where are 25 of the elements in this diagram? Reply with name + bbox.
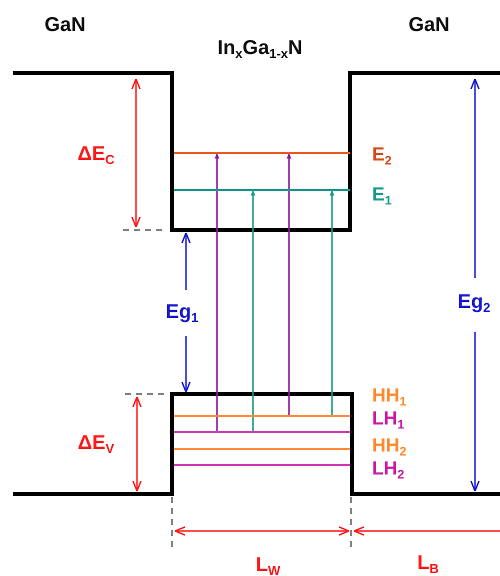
transition-arrow xyxy=(286,154,292,415)
energy-level-line xyxy=(174,189,350,191)
transition-arrow xyxy=(214,154,220,431)
energy-level-line xyxy=(174,152,350,154)
transition-arrow xyxy=(250,190,256,431)
energy-level-line xyxy=(174,448,350,450)
energy-level-line xyxy=(174,431,350,433)
energy-level-line xyxy=(174,464,350,466)
layer-label: GaN xyxy=(44,14,86,36)
energy-level-label: HH$_{2}$ xyxy=(372,436,406,458)
dimension-label: ΔE$_{C}$ xyxy=(77,143,115,165)
energy-level-label: E$_{1}$ xyxy=(372,186,392,206)
layer-label: In$_{x}$Ga$_{1-x}$N xyxy=(218,37,302,59)
dimension-label: L$_{W}$ xyxy=(256,554,280,576)
dimension-label: ΔE$_{V}$ xyxy=(78,432,114,454)
energy-level-label: LH$_{1}$ xyxy=(372,410,404,430)
dimension-label: L$_{B}$ xyxy=(417,552,439,574)
layer-label: GaN xyxy=(408,14,450,36)
energy-level-label: HH$_{1}$ xyxy=(372,386,406,408)
dimension-label: Eg$_{1}$ xyxy=(166,301,198,323)
energy-level-label: E$_{2}$ xyxy=(372,146,392,166)
energy-level-label: LH$_{2}$ xyxy=(372,460,404,480)
energy-level-line xyxy=(174,415,350,417)
dimension-label: Eg$_{2}$ xyxy=(458,291,490,313)
transition-arrow xyxy=(330,190,334,415)
